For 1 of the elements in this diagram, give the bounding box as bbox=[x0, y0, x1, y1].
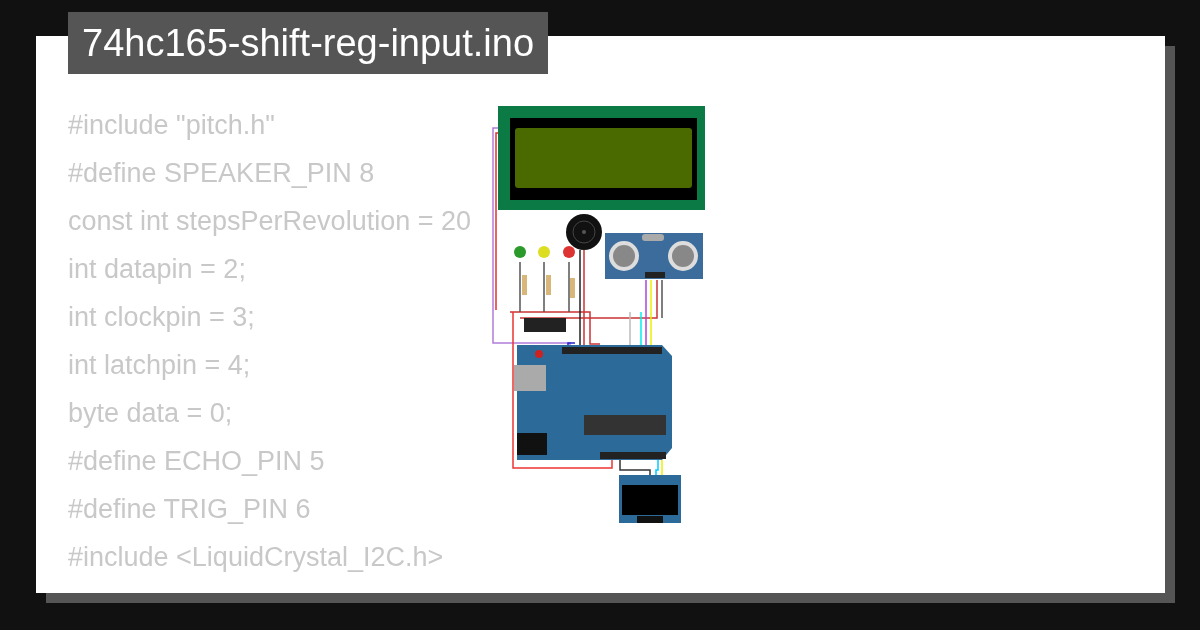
title-label: 74hc165-shift-reg-input.ino bbox=[68, 12, 549, 74]
